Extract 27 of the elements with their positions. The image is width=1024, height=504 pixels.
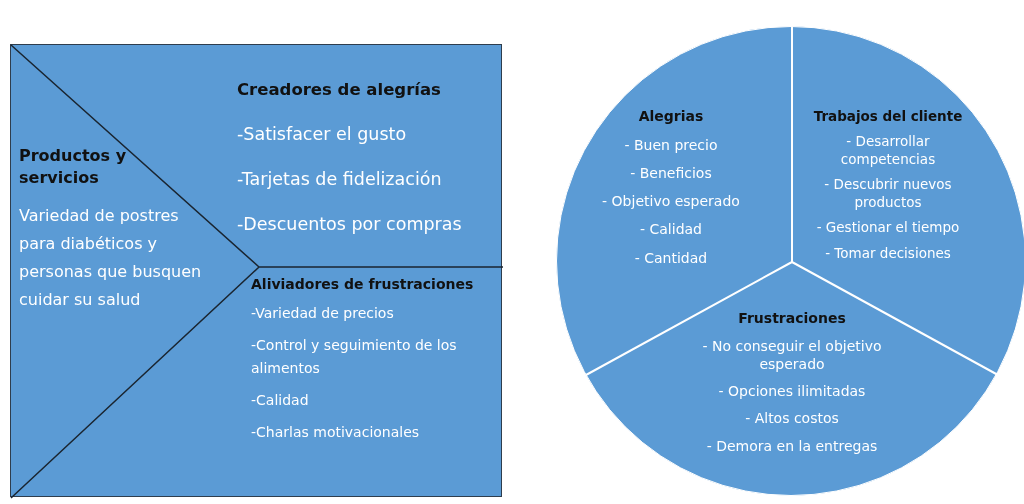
section-heading: Aliviadores de frustraciones xyxy=(251,275,474,294)
list-item: - Descubrir nuevos productos xyxy=(823,176,953,212)
description-text: Variedad de postres para diabéticos y personas que busquen cuidar su salud xyxy=(19,205,203,312)
list-item: -Control y seguimiento de los alimentos xyxy=(251,335,458,379)
list-item: - Gestionar el tiempo xyxy=(816,219,960,237)
list-item: -Descuentos por compras xyxy=(237,212,462,236)
list-item: - Opciones ilimitadas xyxy=(718,382,866,401)
section-heading: Alegrias xyxy=(638,107,704,126)
list-item: -Satisfacer el gusto xyxy=(237,123,407,146)
section-heading: Trabajos del cliente xyxy=(813,107,963,126)
section-heading: Frustraciones xyxy=(738,309,846,328)
list-item: - Altos costos xyxy=(745,409,839,428)
list-item: - Desarrollar competencias xyxy=(839,133,937,169)
list-item: - Demora en la entregas xyxy=(706,436,878,455)
list-item: - No conseguir el objetivo esperado xyxy=(701,336,883,374)
section-heading: Productos y servicios xyxy=(19,145,128,189)
list-item: -Calidad xyxy=(251,391,309,411)
list-item: - Buen precio xyxy=(624,135,718,155)
list-item: - Calidad xyxy=(640,220,702,239)
section-heading: Creadores de alegrías xyxy=(237,79,441,101)
list-item: - Objetivo esperado xyxy=(602,192,740,211)
list-item: - Cantidad xyxy=(634,248,708,267)
list-item: -Tarjetas de fidelización xyxy=(237,168,442,191)
list-item: - Tomar decisiones xyxy=(825,244,951,263)
list-item: -Charlas motivacionales xyxy=(251,423,420,443)
list-item: -Variedad de precios xyxy=(251,303,394,323)
list-item: - Beneficios xyxy=(630,164,712,183)
